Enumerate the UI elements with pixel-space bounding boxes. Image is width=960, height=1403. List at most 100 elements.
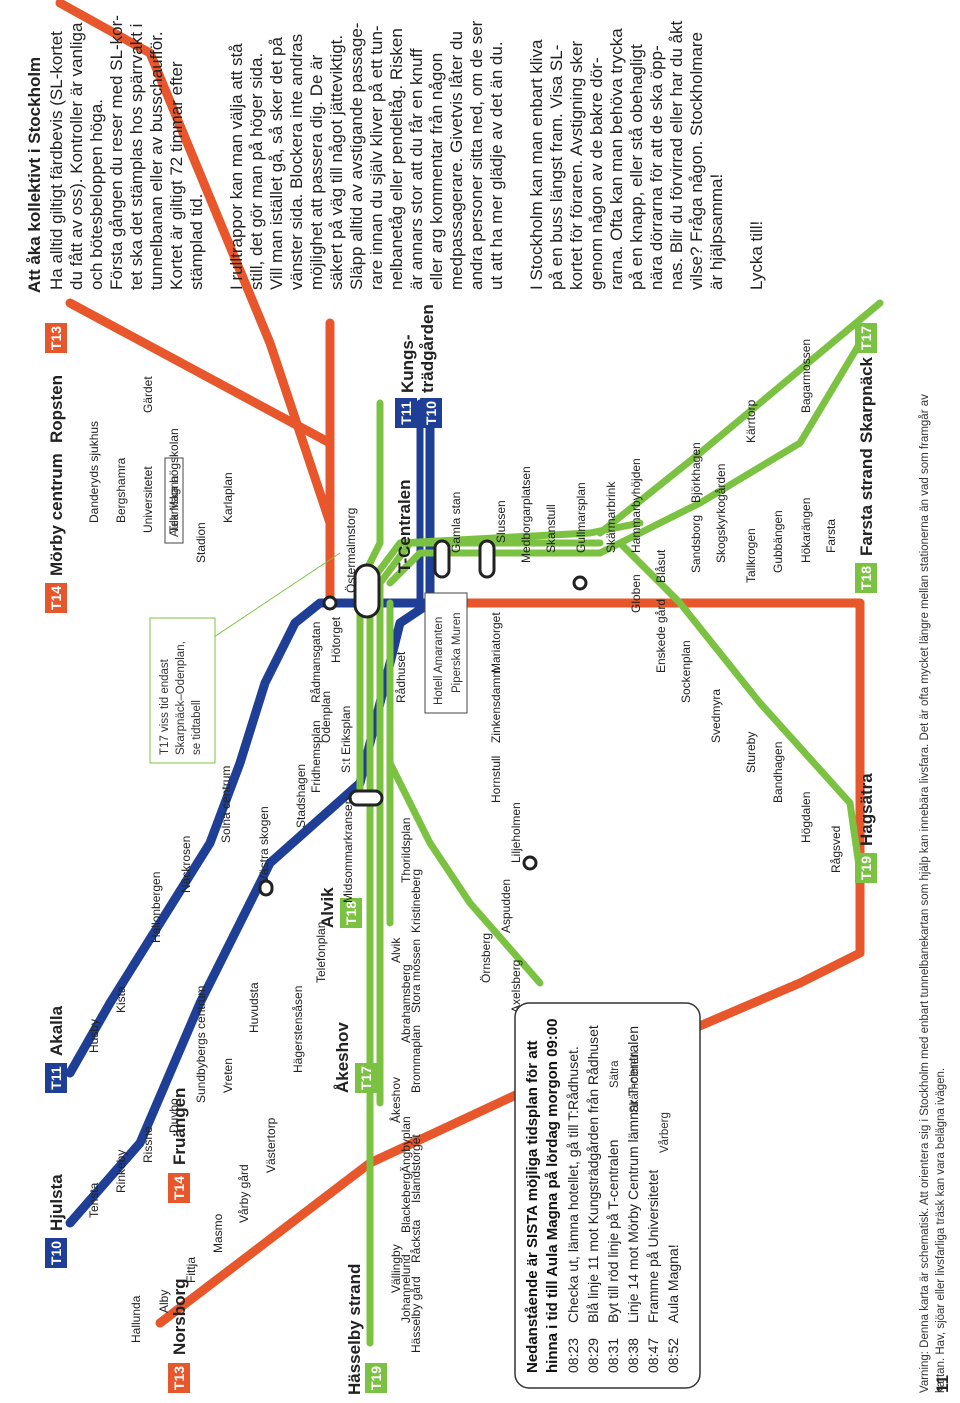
svg-text:Byt till röd linje på T-centra: Byt till röd linje på T-centralen	[605, 1140, 621, 1323]
svg-text:andra personer sitta ned, om d: andra personer sitta ned, om de ser	[467, 20, 486, 290]
station-label: Mariatorget	[489, 612, 503, 673]
article: Att åka kollektivt i Stockholm	[25, 57, 44, 293]
svg-text:se tidtabell: se tidtabell	[191, 700, 203, 755]
svg-text:och bötesbeloppen höga.: och bötesbeloppen höga.	[87, 99, 106, 290]
svg-text:Akalla: Akalla	[47, 1005, 66, 1056]
station-label: Aspudden	[499, 879, 513, 933]
svg-text:stämplad tid.: stämplad tid.	[187, 194, 206, 290]
svg-text:08:38: 08:38	[625, 1338, 641, 1373]
svg-text:trädgården: trädgården	[418, 304, 437, 393]
station-label: Hägerstensåsen	[291, 986, 305, 1073]
station-label: Vällingby	[389, 1244, 403, 1293]
station-label: Karlaplan	[221, 472, 235, 523]
station-label: Östermalmstorg	[344, 508, 358, 593]
badge-t18-farsta: T18 Farsta strand	[855, 448, 877, 593]
svg-text:T14: T14	[171, 1176, 187, 1200]
station-label: Slussen	[494, 500, 508, 543]
svg-text:nelbanetåg eller pendeltåg. Ri: nelbanetåg eller pendeltåg. Risken	[387, 28, 406, 290]
badge-t13-ropsten: T13 Ropsten	[45, 323, 67, 443]
station-label: Bandhagen	[771, 742, 785, 803]
svg-text:Sätra: Sätra	[609, 1060, 621, 1088]
ostermalmstorg-marker	[322, 595, 338, 611]
svg-text:Alvik: Alvik	[318, 887, 337, 928]
blue-station-labels: Tensta Rinkeby Rissne Duvbo Sundbybergs …	[87, 651, 408, 1218]
svg-text:på en knapp, eller stå obehagl: på en knapp, eller stå obehagligt	[627, 44, 646, 290]
station-label: Hökarängen	[799, 498, 813, 563]
station-label: Globen	[629, 574, 643, 613]
svg-text:Hässelby strand: Hässelby strand	[345, 1264, 364, 1395]
svg-text:Ha alltid giltigt färdbevis (S: Ha alltid giltigt färdbevis (SL-kortet	[47, 31, 66, 290]
svg-text:nas. Blir du förvirrad eller h: nas. Blir du förvirrad eller har du åkt	[667, 20, 686, 290]
station-label: Liljeholmen	[509, 802, 523, 863]
svg-text:Aula Magna!: Aula Magna!	[665, 1244, 681, 1323]
svg-text:Skarpnäck–Odenplan,: Skarpnäck–Odenplan,	[175, 641, 187, 755]
station-label: Västertorp	[264, 1117, 278, 1173]
svg-text:eller arg kommentar från någon: eller arg kommentar från någon	[427, 53, 446, 290]
station-label: Thorildsplan	[399, 818, 413, 883]
station-label: Rissne	[141, 1126, 155, 1163]
station-label: Abrahamsberg	[399, 964, 413, 1043]
station-label: Telefonplan	[314, 922, 328, 983]
schedule-box: Nedanstående är SISTA möjliga tidsplan f…	[514, 1002, 701, 1389]
station-label: Islandstorget	[409, 1134, 423, 1203]
svg-text:Linje 14 mot Mörby Centrum läm: Linje 14 mot Mörby Centrum lämnar T-cent…	[625, 1026, 641, 1323]
station-label: Råcksta	[409, 1219, 423, 1263]
station-label: Stora mossen	[409, 939, 423, 1013]
slussen-marker	[478, 539, 496, 579]
svg-text:Blå linje 11 mot Kungsträdgård: Blå linje 11 mot Kungsträdgården från Rå…	[585, 1025, 601, 1323]
article-heading: Att åka kollektivt i Stockholm	[25, 57, 44, 293]
svg-text:Hagsätra: Hagsätra	[857, 773, 876, 846]
badge-t18-alvik: T18 Alvik	[318, 887, 362, 928]
station-label: Brommaplan	[409, 1025, 423, 1093]
station-label: Ängbyplan	[399, 1116, 413, 1173]
red-station-labels: Hallunda Alby Fittja Masmo Vårby gård Vä…	[87, 376, 523, 1343]
station-label: Skärmarbrink	[604, 481, 618, 553]
svg-text:Fruängen: Fruängen	[170, 1088, 189, 1165]
svg-text:T19: T19	[368, 1366, 384, 1390]
svg-text:medpassagerare. Givetvis låter: medpassagerare. Givetvis låter du	[447, 31, 466, 290]
badge-t17-akeshov: T17 Åkeshov	[333, 1022, 377, 1093]
svg-text:Framme på Universitetet: Framme på Universitetet	[645, 1170, 661, 1323]
green-line-south-3	[386, 549, 604, 587]
station-label: Huvudsta	[247, 982, 261, 1033]
station-label: Hötorget	[329, 616, 343, 663]
termini: T10 Hjulsta T11 Akalla T13 Norsborg T14 …	[45, 304, 877, 1395]
station-label: Hammarbyhöjden	[629, 458, 643, 553]
station-label: Vreten	[221, 1058, 235, 1093]
station-label: Hornstull	[489, 756, 503, 803]
badge-t17-skarpnack: T17 Skarpnäck	[855, 323, 877, 443]
svg-text:på en buss längst fram. Visa S: på en buss längst fram. Visa SL-	[547, 45, 566, 290]
svg-text:Hjulsta: Hjulsta	[47, 1174, 66, 1231]
station-label: Husby	[87, 1019, 101, 1053]
badge-t14-morby: T14 Mörby centrum	[45, 453, 67, 613]
station-label: Enskede gård	[654, 599, 668, 673]
station-label: Danderyds sjukhus	[87, 421, 101, 523]
green-line-hagsatra	[616, 539, 864, 877]
t17-note: T17 viss tid endast Skarpnäck–Odenplan, …	[149, 552, 341, 764]
svg-text:är hjälpsamma!: är hjälpsamma!	[707, 174, 726, 290]
svg-text:Nedanstående är SISTA möjliga: Nedanstående är SISTA möjliga tidsplan f…	[524, 1040, 541, 1373]
svg-text:tet ska det stämplas hos spärr: tet ska det stämplas hos spärrvakt i	[127, 24, 146, 290]
svg-text:Lycka till!: Lycka till!	[747, 221, 766, 290]
svg-text:Ropsten: Ropsten	[47, 375, 66, 443]
svg-text:Åkeshov: Åkeshov	[333, 1022, 352, 1093]
station-label: Rågsved	[829, 826, 843, 873]
svg-text:Skarpnäck: Skarpnäck	[857, 356, 876, 443]
svg-text:Farsta strand: Farsta strand	[857, 448, 876, 556]
svg-text:är annars stor att du får en k: är annars stor att du får en knuff	[407, 48, 426, 290]
svg-text:hinna i tid till Aula Magna på: hinna i tid till Aula Magna på lördag mo…	[544, 1019, 561, 1373]
svg-text:nära dörrarna för att de ska ö: nära dörrarna för att de ska öpp-	[647, 45, 666, 290]
svg-text:ut att ha mer glädje av det än: ut att ha mer glädje av det än du.	[487, 41, 506, 290]
fridhemsplan-marker	[348, 789, 384, 807]
station-label: Blackeberg	[399, 1173, 413, 1233]
svg-text:T10: T10	[48, 1241, 64, 1265]
svg-text:08:29: 08:29	[585, 1338, 601, 1373]
universitetet-note: Aula Magna	[164, 457, 184, 544]
station-label: Sundbybergs centrum	[194, 986, 208, 1103]
svg-text:I Stockholm kan man enbart kli: I Stockholm kan man enbart kliva	[527, 39, 546, 290]
station-label: Kärrtorp	[744, 399, 758, 443]
station-label: Gamla stan	[449, 492, 463, 553]
svg-text:T19: T19	[858, 856, 874, 880]
station-label: Farsta	[824, 519, 838, 553]
svg-text:Norsborg: Norsborg	[170, 1279, 189, 1356]
